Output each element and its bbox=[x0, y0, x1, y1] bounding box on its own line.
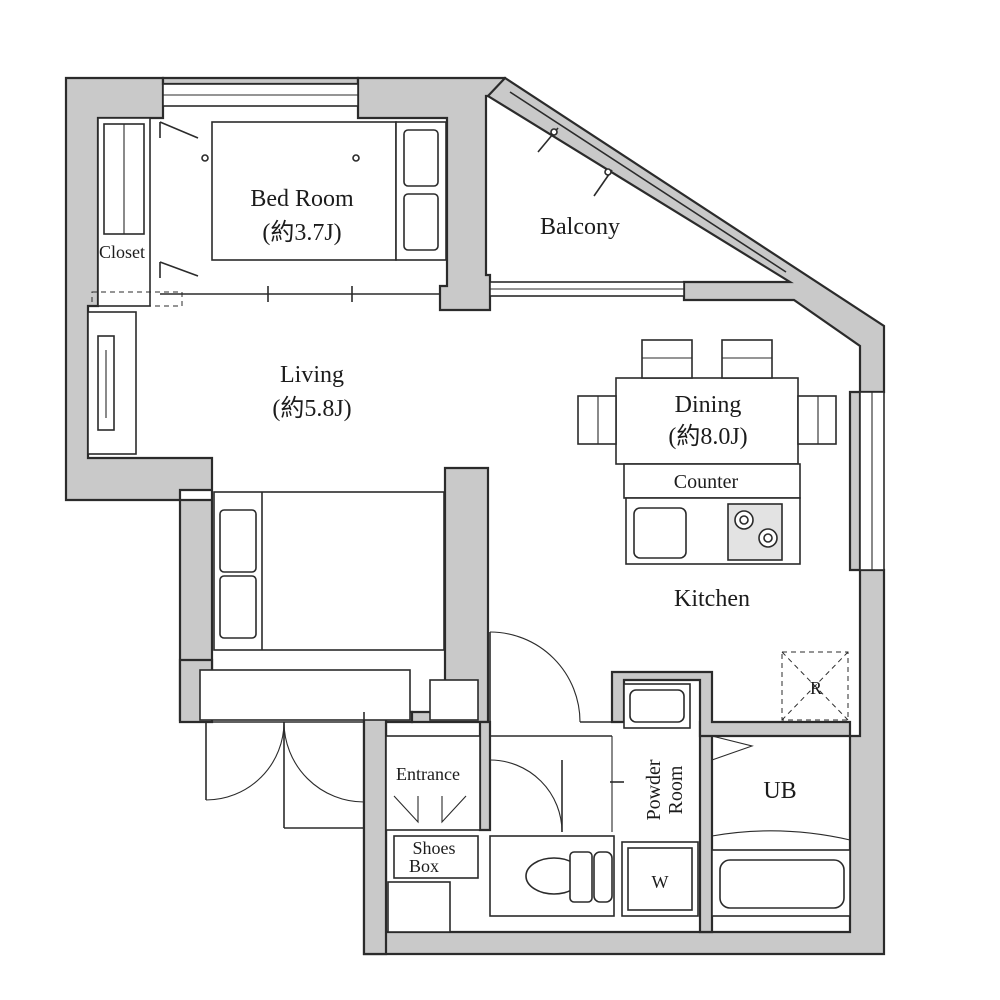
powder-room-label-1: Powder bbox=[643, 759, 665, 820]
hall-box bbox=[429, 679, 479, 721]
entrance-box bbox=[387, 881, 451, 933]
wall-diagonal-ne bbox=[486, 76, 886, 394]
wall-powder-ub bbox=[698, 720, 714, 934]
dining-size: (約8.0J) bbox=[668, 423, 747, 450]
balcony-label: Balcony bbox=[540, 214, 620, 240]
dining-chair bbox=[797, 395, 837, 445]
bedroom-bed bbox=[211, 121, 397, 261]
bedroom-label: Bed Room bbox=[250, 186, 354, 212]
hall-doors bbox=[205, 631, 612, 830]
dining-chair bbox=[577, 395, 617, 445]
bedroom-pillow bbox=[403, 193, 439, 251]
wall-kitchen-bottom bbox=[610, 670, 852, 738]
powder-room-label-2: Room bbox=[665, 765, 687, 814]
shoes-box bbox=[393, 835, 479, 879]
balcony-railing bbox=[509, 91, 787, 273]
wall-north-bedroom bbox=[161, 76, 360, 86]
counter-label: Counter bbox=[674, 471, 739, 493]
toilet-area bbox=[489, 759, 615, 917]
shoes-box-label-1: Shoes bbox=[412, 838, 455, 858]
entrance bbox=[385, 735, 481, 831]
wall-entrance-left bbox=[362, 710, 388, 956]
kitchen-sink bbox=[633, 507, 687, 559]
dining-table bbox=[615, 377, 799, 465]
unit-bath-label: UB bbox=[763, 778, 796, 804]
living-area: Living (約5.8J) bbox=[87, 311, 479, 721]
fridge-label: R bbox=[810, 678, 822, 698]
dining-chair bbox=[721, 339, 773, 379]
shoes-box-label-2: Box bbox=[409, 856, 439, 876]
closet-label: Closet bbox=[99, 242, 145, 262]
powder-room-area: Powder Room W bbox=[610, 683, 699, 917]
entrance-area: Entrance Shoes Box bbox=[385, 735, 481, 933]
dining-area: Dining (約8.0J) bbox=[577, 339, 837, 465]
hall-storage bbox=[199, 669, 411, 721]
living-pillow bbox=[219, 575, 257, 639]
wall-toilet-divider bbox=[478, 720, 492, 832]
washer-label: W bbox=[652, 872, 669, 892]
wall-east-stub bbox=[848, 390, 862, 572]
entrance-label: Entrance bbox=[396, 764, 460, 784]
bedroom-pillow bbox=[403, 129, 439, 187]
closet-area: Closet bbox=[91, 117, 183, 307]
kitchen-counter bbox=[623, 463, 801, 499]
unit-bath-area: UB bbox=[711, 735, 851, 917]
living-size: (約5.8J) bbox=[272, 395, 351, 422]
bedroom-area: Bed Room (約3.7J) bbox=[159, 121, 447, 302]
living-label: Living bbox=[280, 362, 344, 388]
dining-label: Dining bbox=[675, 392, 742, 418]
bedroom-size: (約3.7J) bbox=[262, 219, 341, 246]
windows bbox=[162, 83, 885, 571]
fridge bbox=[781, 651, 849, 721]
kitchen-label: Kitchen bbox=[674, 586, 750, 612]
dining-chair bbox=[641, 339, 693, 379]
kitchen-area: Counter Kitchen R bbox=[623, 463, 849, 721]
living-pillow bbox=[219, 509, 257, 573]
